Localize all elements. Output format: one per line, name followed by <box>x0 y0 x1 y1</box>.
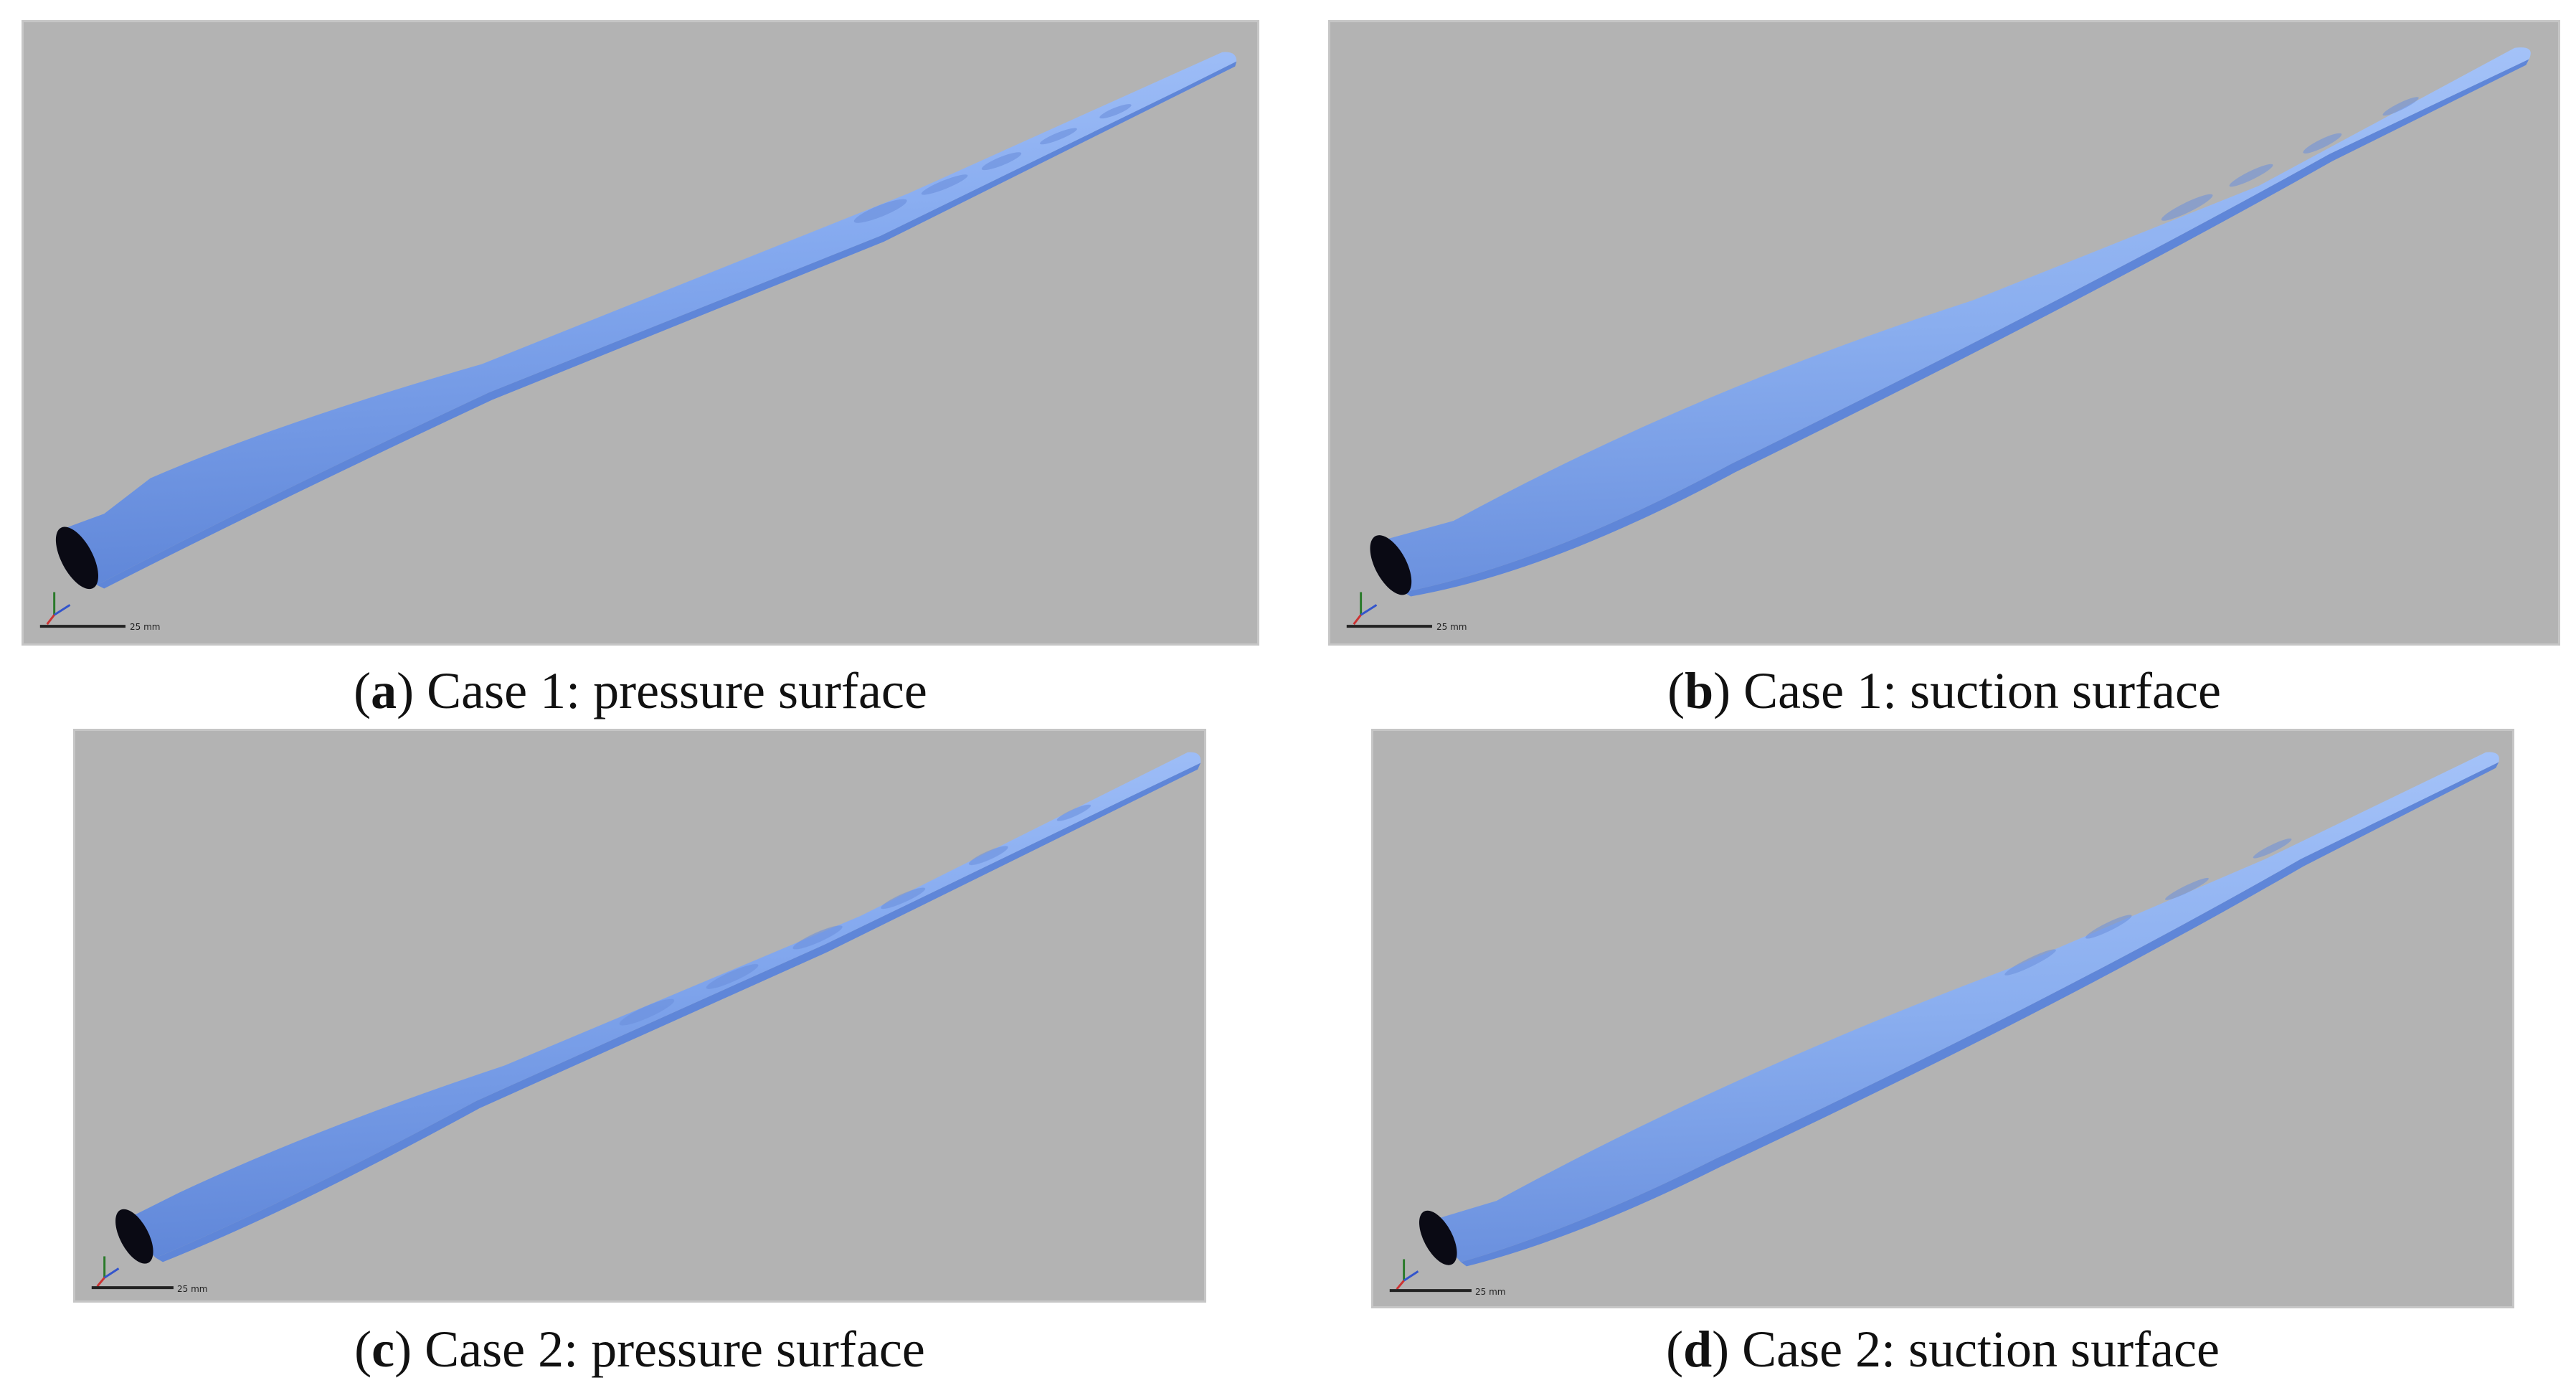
viewport-case2-pressure: 25 mm <box>73 729 1206 1303</box>
caption-d: (d) Case 2: suction surface <box>1666 1321 2220 1378</box>
blade-root-opening <box>55 526 98 590</box>
scale-label: 25 mm <box>177 1284 208 1294</box>
surface-roughness <box>2161 97 2419 221</box>
caption-b: (b) Case 1: suction surface <box>1667 662 2221 719</box>
blade-body <box>1425 752 2499 1262</box>
axis-triad <box>96 1256 120 1288</box>
scale-label: 25 mm <box>1436 622 1467 632</box>
caption-text: Case 1: suction surface <box>1743 662 2221 719</box>
scale-label: 25 mm <box>130 622 161 632</box>
blade-render-c <box>91 752 1201 1290</box>
blade-render-a <box>39 52 1237 628</box>
viewport-case1-pressure: 25 mm <box>22 20 1259 646</box>
surface-roughness <box>2004 838 2292 976</box>
blade-root-opening <box>1419 1210 1457 1265</box>
viewport-case2-suction: 25 mm <box>1371 729 2514 1308</box>
blade-edge-shade <box>1403 59 2529 597</box>
caption-letter: b <box>1685 662 1714 719</box>
blade-body <box>1375 47 2531 592</box>
blade-render-d <box>1389 752 2499 1293</box>
blade-root-opening <box>1370 535 1412 595</box>
axis-triad <box>1353 592 1378 625</box>
axis-triad <box>46 592 71 625</box>
blade-render-b <box>1346 47 2531 628</box>
caption-letter: d <box>1683 1321 1713 1378</box>
caption-c: (c) Case 2: pressure surface <box>354 1321 925 1378</box>
blade-edge-shade <box>156 762 1201 1262</box>
caption-a: (a) Case 1: pressure surface <box>354 662 927 719</box>
blade-root-opening <box>115 1209 153 1264</box>
caption-text: Case 2: pressure surface <box>425 1321 925 1378</box>
scale-label: 25 mm <box>1475 1287 1506 1297</box>
caption-letter: a <box>371 662 397 719</box>
surface-roughness <box>853 104 1132 223</box>
axis-triad <box>1396 1259 1419 1290</box>
caption-letter: c <box>371 1321 395 1378</box>
caption-text: Case 2: suction surface <box>1742 1321 2220 1378</box>
caption-text: Case 1: pressure surface <box>427 662 927 719</box>
viewport-case1-suction: 25 mm <box>1328 20 2560 646</box>
blade-edge-shade <box>97 61 1237 589</box>
surface-roughness <box>619 804 1092 1026</box>
